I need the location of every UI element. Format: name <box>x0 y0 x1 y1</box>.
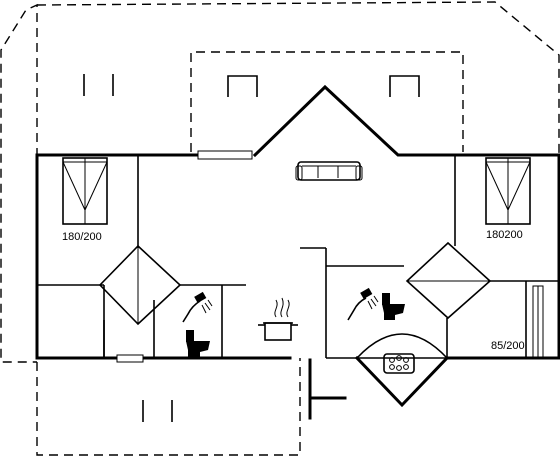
shower-icon <box>182 291 213 323</box>
terrace-door <box>116 354 144 363</box>
toilet-icon <box>382 293 405 320</box>
entrance-door <box>197 150 253 160</box>
bed-right <box>485 157 531 225</box>
bed-size-label: 180/200 <box>62 231 102 243</box>
whirlpool-icon <box>356 333 448 374</box>
windows <box>83 74 544 422</box>
interior-walls <box>37 155 559 359</box>
left-hall-diamond <box>98 244 182 326</box>
sofa-icon <box>295 161 363 181</box>
bed-size-label: 180200 <box>486 229 523 241</box>
bed-left <box>62 157 108 225</box>
shower-icon <box>347 287 379 321</box>
toilet-icon <box>186 330 210 357</box>
bed-size-label: 85/200 <box>491 340 525 352</box>
cooking-pot-icon <box>258 297 298 341</box>
right-hall-diamond <box>405 241 492 320</box>
exterior-walls <box>35 84 560 420</box>
